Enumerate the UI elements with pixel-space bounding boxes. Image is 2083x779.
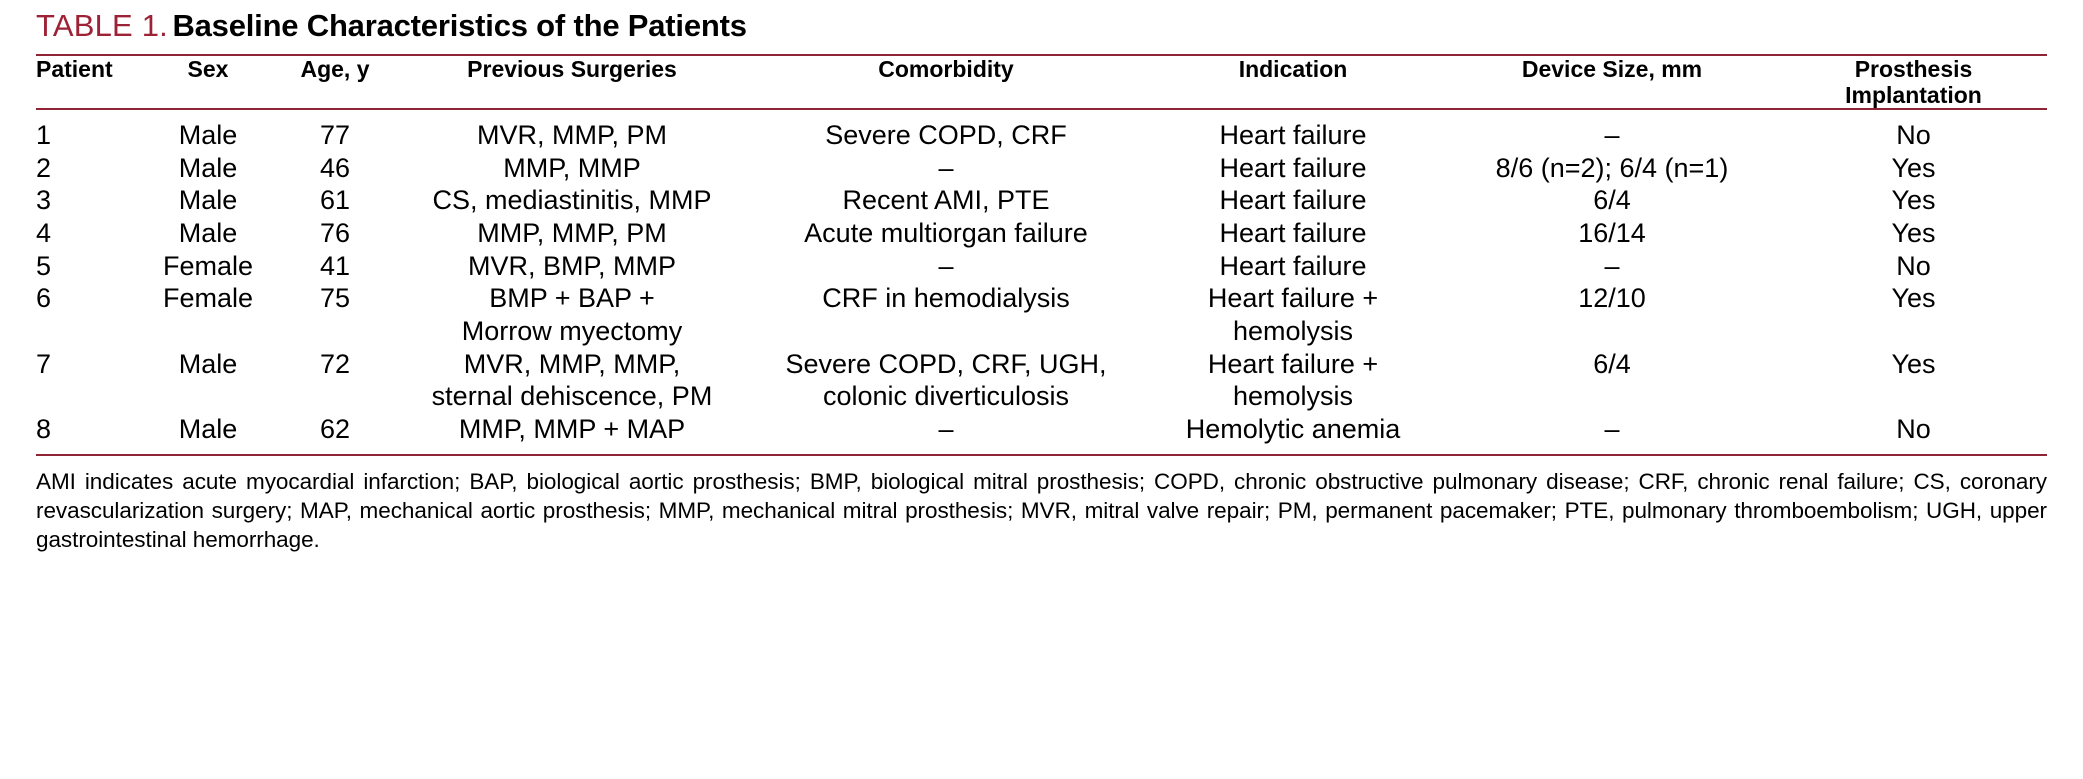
cell-patient: 8 [36, 413, 52, 444]
cell-patient: 1 [36, 119, 52, 150]
column-header-prosthesis-implantation: Prosthesis Implantation [1845, 56, 1982, 108]
cell-prosthesis-implantation: No [1896, 413, 1931, 444]
cell-sex: Female [162, 250, 254, 281]
cell-comorbidity: – [938, 250, 954, 281]
cell-previous-surgeries: MMP, MMP [503, 152, 641, 183]
column-header-age: Age, y [300, 56, 370, 82]
cell-device-size: – [1604, 413, 1620, 444]
table-header-row: Patient Sex Age, y Previous Surgeries Co… [36, 56, 2047, 108]
cell-indication: Heart failure [1219, 185, 1367, 216]
cell-patient: 7 [36, 348, 52, 379]
cell-prosthesis-implantation: No [1896, 119, 1931, 150]
cell-indication: Heart failure [1219, 152, 1367, 183]
table-header: Patient Sex Age, y Previous Surgeries Co… [36, 56, 2047, 108]
cell-age: 72 [319, 348, 351, 379]
column-header-indication: Indication [1238, 56, 1348, 82]
cell-age: 61 [319, 185, 351, 216]
cell-previous-surgeries: CS, mediastinitis, MMP [432, 185, 712, 216]
cell-comorbidity: – [938, 152, 954, 183]
baseline-characteristics-body: 1 Male 77 MVR, MMP, PM Severe COPD, CRF … [36, 110, 2047, 454]
cell-prosthesis-implantation: Yes [1891, 217, 1936, 248]
cell-age: 76 [319, 217, 351, 248]
cell-device-size: 6/4 [1593, 185, 1631, 216]
cell-indication: Heart failure + hemolysis [1207, 283, 1379, 346]
cell-age: 41 [319, 250, 351, 281]
cell-indication: Heart failure [1219, 217, 1367, 248]
table-footnote: AMI indicates acute myocardial infarctio… [36, 468, 2047, 553]
table-row: 3 Male 61 CS, mediastinitis, MMP Recent … [36, 184, 2047, 217]
cell-sex: Male [178, 185, 238, 216]
column-header-sex: Sex [187, 56, 229, 82]
column-header-previous-surgeries: Previous Surgeries [467, 56, 677, 82]
cell-previous-surgeries: MVR, MMP, PM [476, 119, 667, 150]
table-row: 5 Female 41 MVR, BMP, MMP – Heart failur… [36, 250, 2047, 283]
cell-prosthesis-implantation: Yes [1891, 185, 1936, 216]
table-row: 7 Male 72 MVR, MMP, MMP, sternal dehisce… [36, 348, 2047, 413]
cell-patient: 2 [36, 152, 52, 183]
cell-patient: 6 [36, 283, 52, 314]
cell-sex: Male [178, 348, 238, 379]
cell-indication: Hemolytic anemia [1185, 413, 1401, 444]
table-row: 1 Male 77 MVR, MMP, PM Severe COPD, CRF … [36, 110, 2047, 152]
cell-previous-surgeries: MMP, MMP, PM [477, 217, 667, 248]
cell-device-size: 16/14 [1578, 217, 1646, 248]
table-caption: TABLE 1. Baseline Characteristics of the… [36, 0, 2047, 50]
cell-sex: Male [178, 413, 238, 444]
cell-prosthesis-implantation: No [1896, 250, 1931, 281]
cell-previous-surgeries: MVR, BMP, MMP [467, 250, 677, 281]
baseline-characteristics-table: Patient Sex Age, y Previous Surgeries Co… [36, 56, 2047, 108]
cell-age: 75 [319, 283, 351, 314]
cell-comorbidity: CRF in hemodialysis [822, 283, 1070, 314]
cell-comorbidity: Recent AMI, PTE [842, 185, 1050, 216]
cell-patient: 5 [36, 250, 52, 281]
cell-indication: Heart failure + hemolysis [1207, 348, 1379, 412]
cell-age: 46 [319, 152, 351, 183]
cell-device-size: – [1604, 250, 1620, 281]
cell-sex: Male [178, 217, 238, 248]
cell-patient: 3 [36, 185, 52, 216]
rule-bottom [36, 453, 2047, 456]
table-row: 8 Male 62 MMP, MMP + MAP – Hemolytic ane… [36, 413, 2047, 454]
cell-sex: Female [162, 283, 254, 314]
table-row: 6 Female 75 BMP + BAP + Morrow myectomy … [36, 282, 2047, 347]
cell-patient: 4 [36, 217, 52, 248]
column-header-patient: Patient [36, 56, 113, 82]
table-number-label: TABLE 1. [36, 8, 168, 43]
cell-age: 77 [319, 119, 351, 150]
page-title: Baseline Characteristics of the Patients [172, 8, 747, 43]
cell-device-size: 8/6 (n=2); 6/4 (n=1) [1495, 152, 1729, 183]
cell-previous-surgeries: BMP + BAP + Morrow myectomy [461, 283, 683, 346]
cell-indication: Heart failure [1219, 119, 1367, 150]
rule-top [36, 54, 2047, 56]
table-body: 1 Male 77 MVR, MMP, PM Severe COPD, CRF … [36, 110, 2047, 454]
rule-header-separator [36, 107, 2047, 110]
cell-comorbidity: Severe COPD, CRF, UGH, colonic diverticu… [785, 348, 1107, 412]
cell-device-size: 6/4 [1593, 348, 1631, 379]
cell-indication: Heart failure [1219, 250, 1367, 281]
cell-previous-surgeries: MMP, MMP + MAP [458, 413, 686, 444]
cell-device-size: – [1604, 119, 1620, 150]
cell-prosthesis-implantation: Yes [1891, 348, 1936, 379]
cell-prosthesis-implantation: Yes [1891, 152, 1936, 183]
cell-comorbidity: Acute multiorgan failure [804, 217, 1088, 248]
table-row: 4 Male 76 MMP, MMP, PM Acute multiorgan … [36, 217, 2047, 250]
cell-sex: Male [178, 119, 238, 150]
cell-prosthesis-implantation: Yes [1891, 283, 1936, 314]
cell-device-size: 12/10 [1578, 283, 1646, 314]
column-header-device-size: Device Size, mm [1521, 56, 1703, 82]
cell-sex: Male [178, 152, 238, 183]
cell-previous-surgeries: MVR, MMP, MMP, sternal dehiscence, PM [431, 348, 713, 412]
table-row: 2 Male 46 MMP, MMP – Heart failure 8/6 (… [36, 152, 2047, 185]
cell-comorbidity: – [938, 413, 954, 444]
cell-age: 62 [319, 413, 351, 444]
cell-comorbidity: Severe COPD, CRF [825, 119, 1067, 150]
column-header-comorbidity: Comorbidity [878, 56, 1014, 82]
